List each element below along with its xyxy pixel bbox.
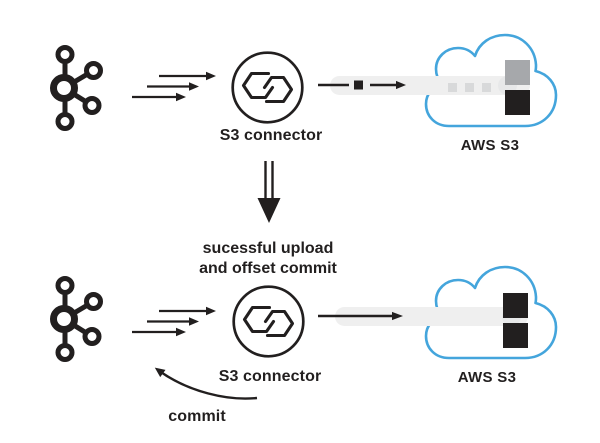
destination-label: AWS S3: [457, 369, 517, 386]
kafka-logo-icon: [50, 276, 103, 362]
s3-object-square-pending: [465, 83, 474, 92]
s3-object-square-stored: [503, 293, 528, 318]
destination-label: AWS S3: [460, 137, 520, 154]
triple-arrow-right-icon: [132, 306, 216, 337]
double-down-arrow-icon: [257, 161, 281, 223]
kafka-logo-icon: [50, 45, 103, 131]
connector-label: S3 connector: [219, 127, 323, 144]
transition-caption: sucessful upload and offset commit: [168, 239, 368, 279]
curved-arrow-up-left-icon: [154, 367, 258, 400]
upload-pipe: [330, 75, 530, 95]
transition-caption-line2: and offset commit: [199, 260, 337, 277]
s3-object-square-uploading: [505, 60, 530, 85]
connector-label: S3 connector: [218, 368, 322, 385]
commit-label: commit: [168, 408, 226, 425]
s3-object-square-stored: [505, 90, 530, 115]
s3-object-square-stored: [503, 323, 528, 348]
transition-caption-line1: sucessful upload: [202, 240, 334, 257]
record-stream-icon: [318, 80, 406, 90]
s3-object-square-pending: [448, 83, 457, 92]
s3-object-square-pending: [482, 83, 491, 92]
triple-arrow-right-icon: [132, 71, 216, 102]
upload-arrow-icon: [318, 311, 403, 321]
s3-connector-hex-s-icon: [231, 51, 304, 124]
s3-connector-hex-s-icon: [232, 285, 305, 358]
upload-pipe: [335, 306, 528, 326]
